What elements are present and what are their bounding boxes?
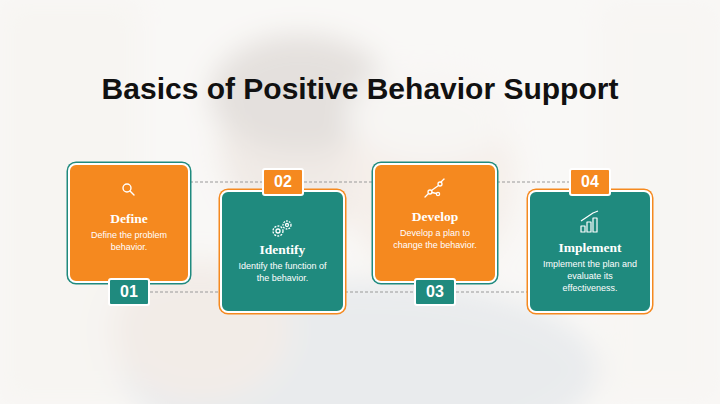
step-description: Identify the function of the behavior. xyxy=(222,258,343,284)
step-heading: Identify xyxy=(222,242,343,258)
step-heading: Implement xyxy=(530,240,650,256)
step-number-badge: 03 xyxy=(414,278,456,306)
gears-icon xyxy=(273,221,291,236)
step-heading: Define xyxy=(70,211,188,227)
dashed-connector xyxy=(190,181,262,182)
step-description: Develop a plan to change the behavior. xyxy=(375,225,495,251)
diagram-title: Basics of Positive Behavior Support xyxy=(0,72,720,106)
step-number-badge: 01 xyxy=(108,278,150,306)
step-card: Implement04Implement the plan and evalua… xyxy=(528,190,652,313)
dashed-connector xyxy=(150,291,220,292)
dashed-connector xyxy=(497,181,569,182)
step-description: Implement the plan and evaluate its effe… xyxy=(530,256,650,294)
step-card: DevelopDevelop a plan to change the beha… xyxy=(373,163,497,283)
step-number-badge: 02 xyxy=(262,168,304,196)
dashed-connector xyxy=(456,291,528,292)
step-number-badge: 04 xyxy=(569,168,611,196)
magnifier-icon xyxy=(123,184,134,195)
step-description: Define the problem behavior. xyxy=(70,227,188,253)
step-card: DefineDefine the problem behavior.01 xyxy=(68,163,190,283)
network-icon xyxy=(425,179,444,197)
dashed-connector xyxy=(345,291,414,292)
step-card: Identify02Identify the function of the b… xyxy=(220,190,345,313)
chart-icon xyxy=(581,211,598,232)
step-heading: Develop xyxy=(375,209,495,225)
dashed-connector xyxy=(304,181,373,182)
